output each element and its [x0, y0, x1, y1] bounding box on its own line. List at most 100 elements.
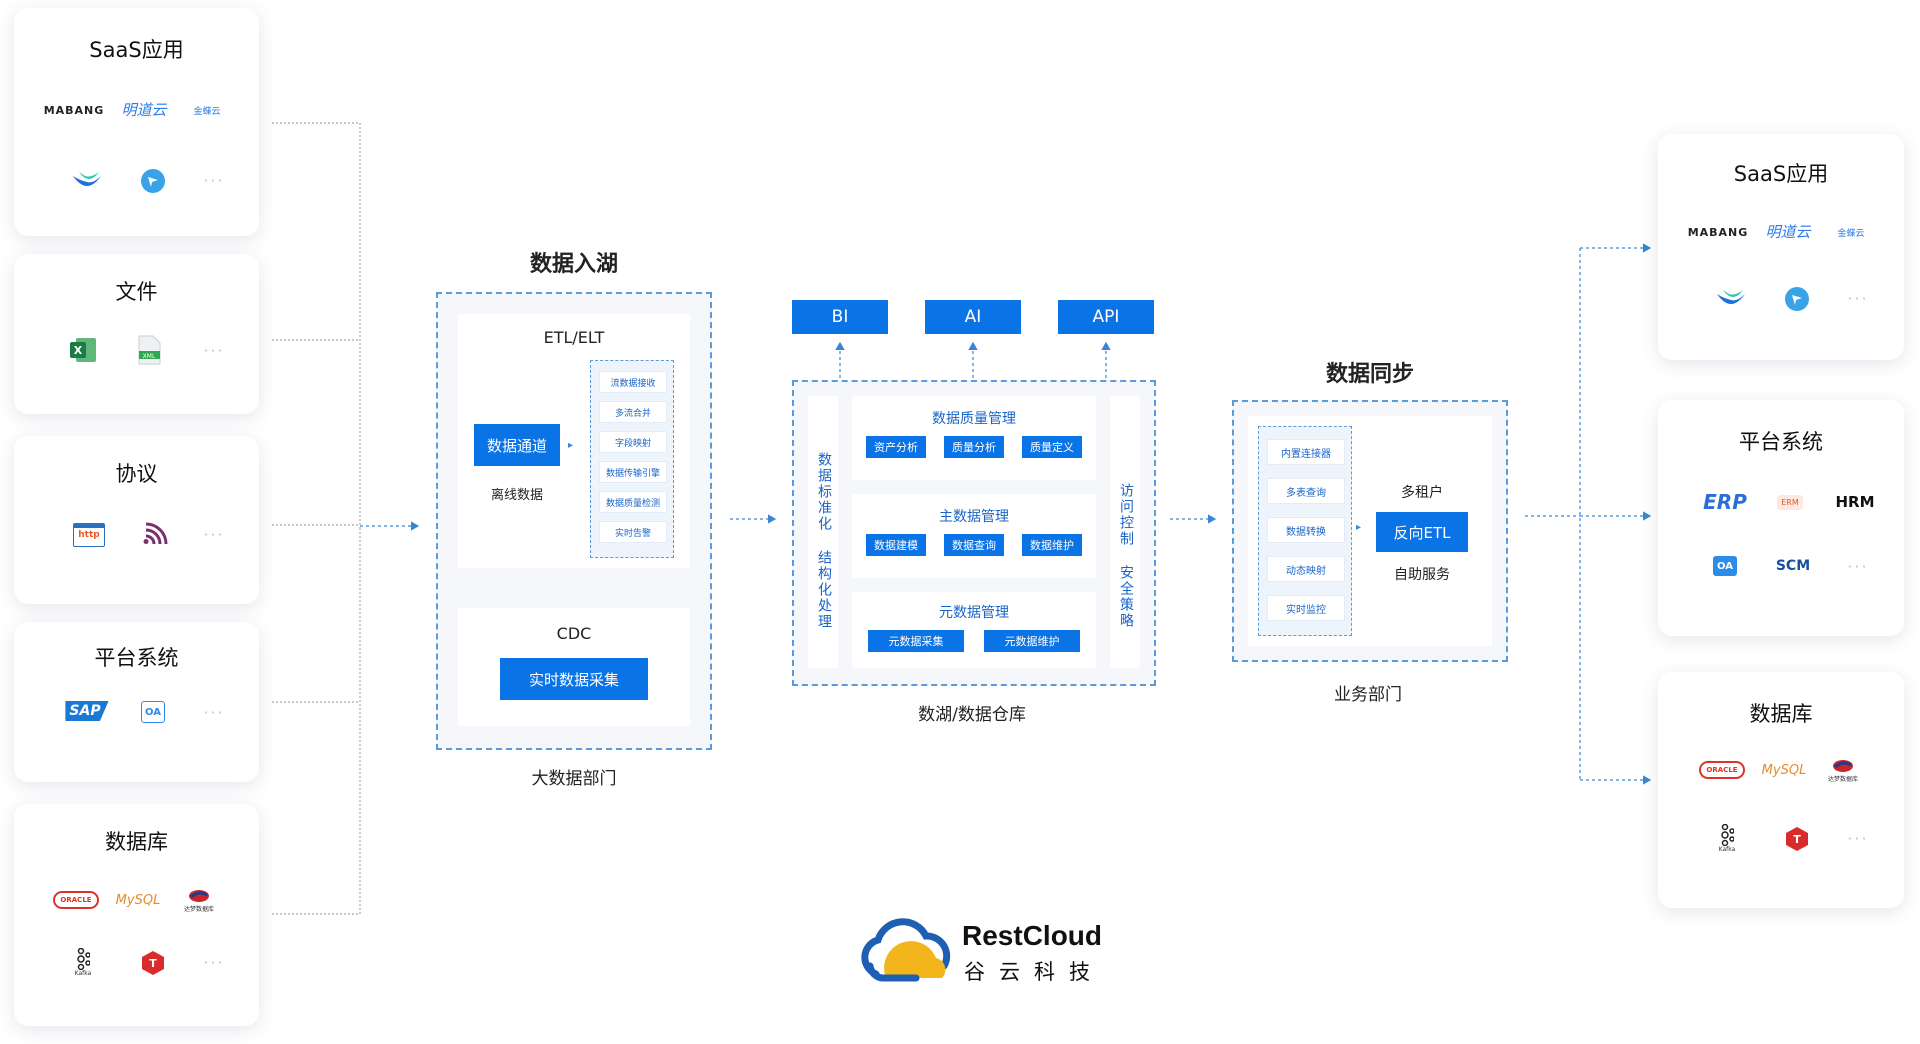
module-item[interactable]: 数据建模: [866, 534, 926, 556]
module-item[interactable]: 元数据采集: [868, 630, 964, 652]
kafka-label: Kafka: [74, 969, 92, 977]
sap-label: SAP: [65, 701, 109, 721]
kingdee-logo: 金蝶云: [193, 106, 221, 117]
api-button[interactable]: API: [1058, 300, 1154, 334]
source-card-database: 数据库 ORACLE MySQL 达梦数据库 Kafka T ···: [14, 804, 259, 1026]
oa-icon: OA: [138, 698, 168, 726]
lake-box: 数据标准化 结构化处理 访问控制 安全策略 数据质量管理 资产分析 质量分析 质…: [792, 380, 1156, 686]
sync-step: 多表查询: [1267, 478, 1345, 504]
brand-name: RestCloud: [962, 920, 1102, 951]
wire-saas-left: [272, 122, 361, 528]
svg-text:T: T: [1793, 833, 1801, 846]
etl-steps-box: 流数据接收 多流合并 字段映射 数据传输引擎 数据质量检测 实时告警: [590, 360, 674, 558]
more-icon: ···: [1847, 288, 1869, 308]
module-title: 数据质量管理: [932, 411, 1016, 427]
more-icon: ···: [203, 524, 225, 544]
sync-step: 内置连接器: [1267, 439, 1345, 465]
card-title: SaaS应用: [1733, 162, 1829, 186]
sap-logo: SAP: [64, 698, 110, 724]
module-item[interactable]: 质量定义: [1022, 436, 1082, 458]
more-icon: ···: [203, 702, 225, 722]
sync-box: 内置连接器 多表查询 数据转换 动态映射 实时监控 ▸ 多租户 反向ETL 自助…: [1232, 400, 1508, 662]
oa-label: OA: [1713, 556, 1737, 576]
oracle-logo: ORACLE: [52, 888, 100, 912]
sync-caption: 业务部门: [1334, 685, 1402, 705]
more-icon: ···: [203, 340, 225, 360]
mysql-logo: MySQL: [1761, 762, 1807, 778]
more-icon: ···: [203, 170, 225, 190]
cloud-icon: [861, 918, 951, 982]
target-card-platform: 平台系统 ERP ERM HRM OA SCM ···: [1658, 400, 1904, 636]
sync-steps-box: 内置连接器 多表查询 数据转换 动态映射 实时监控: [1258, 426, 1352, 636]
source-card-platform: 平台系统 SAP OA ···: [14, 622, 259, 782]
etl-title: ETL/ELT: [543, 328, 605, 347]
sync-step: 实时监控: [1267, 595, 1345, 621]
etl-step: 流数据接收: [599, 371, 667, 393]
arrow-icon: ▸: [568, 440, 574, 451]
oracle-logo: ORACLE: [1698, 758, 1746, 782]
oa-label: OA: [141, 701, 165, 723]
mabang-logo: MABANG: [43, 103, 105, 117]
security-text: 访问控制 安全策略: [1118, 483, 1134, 629]
etl-step: 实时告警: [599, 521, 667, 543]
card-title: 平台系统: [1739, 430, 1823, 454]
dameng-label: 达梦数据库: [1827, 775, 1858, 783]
oracle-label: ORACLE: [1699, 761, 1745, 779]
multi-tenant-label: 多租户: [1401, 485, 1443, 501]
rss-icon: [138, 520, 172, 550]
cdc-title: CDC: [556, 624, 592, 643]
offline-data-label: 离线数据: [490, 488, 543, 503]
source-card-saas: SaaS应用 MABANG 明道云 金蝶云 ···: [14, 8, 259, 236]
etl-step: 字段映射: [599, 431, 667, 453]
teambition-icon: [70, 166, 104, 196]
scm-logo: SCM: [1775, 558, 1811, 574]
self-service-label: 自助服务: [1394, 567, 1450, 583]
dameng-logo: 达梦数据库: [174, 882, 224, 918]
data-channel-button[interactable]: 数据通道: [474, 424, 560, 466]
ai-button[interactable]: AI: [925, 300, 1021, 334]
ingest-title: 数据入湖: [529, 252, 618, 277]
etl-step: 数据质量检测: [599, 491, 667, 513]
ingest-box: ETL/ELT 数据通道 离线数据 ▸ 流数据接收 多流合并 字段映射 数据传输…: [436, 292, 712, 750]
card-title: 数据库: [105, 830, 168, 854]
bi-button[interactable]: BI: [792, 300, 888, 334]
kafka-icon: Kafka: [68, 944, 98, 980]
brand-subtitle: 谷云科技: [964, 960, 1104, 984]
realtime-collect-button[interactable]: 实时数据采集: [500, 658, 648, 700]
target-card-saas: SaaS应用 MABANG 明道云 金蝶云 ···: [1658, 134, 1904, 360]
module-item[interactable]: 数据维护: [1022, 534, 1082, 556]
lake-caption: 数湖/数据仓库: [918, 705, 1026, 725]
reverse-etl-button[interactable]: 反向ETL: [1376, 512, 1468, 552]
sync-title: 数据同步: [1325, 362, 1414, 387]
more-icon: ···: [1847, 556, 1869, 576]
card-title: 平台系统: [94, 646, 179, 670]
mingdaoyun-logo: 明道云: [1765, 222, 1811, 241]
module-item[interactable]: 资产分析: [866, 436, 926, 458]
source-card-file: 文件 X XML ···: [14, 254, 259, 414]
etl-step: 多流合并: [599, 401, 667, 423]
svg-text:XML: XML: [143, 353, 156, 360]
mingdaoyun-logo: 明道云: [121, 100, 167, 119]
source-card-protocol: 协议 http ···: [14, 436, 259, 604]
module-master: 主数据管理 数据建模 数据查询 数据维护: [852, 494, 1096, 578]
module-item[interactable]: 质量分析: [944, 436, 1004, 458]
sync-panel: 内置连接器 多表查询 数据转换 动态映射 实时监控 ▸ 多租户 反向ETL 自助…: [1248, 416, 1492, 646]
erm-logo: ERM: [1770, 488, 1810, 516]
security-column: 访问控制 安全策略: [1110, 396, 1140, 668]
erp-logo: ERP: [1703, 490, 1747, 514]
svg-text:X: X: [74, 344, 83, 357]
module-item[interactable]: 元数据维护: [984, 630, 1080, 652]
oa-logo: OA: [1710, 552, 1740, 580]
etl-step: 数据传输引擎: [599, 461, 667, 483]
kafka-icon: Kafka: [1712, 820, 1742, 856]
wire-db-left: [272, 528, 361, 915]
kingdee-logo: 金蝶云: [1837, 228, 1865, 239]
svg-text:T: T: [149, 957, 157, 970]
feishu-icon: [138, 166, 168, 196]
module-item[interactable]: 数据查询: [944, 534, 1004, 556]
card-title: 文件: [115, 280, 158, 304]
card-title: SaaS应用: [89, 38, 184, 62]
kafka-label: Kafka: [1718, 845, 1736, 853]
card-title: 数据库: [1749, 702, 1813, 726]
